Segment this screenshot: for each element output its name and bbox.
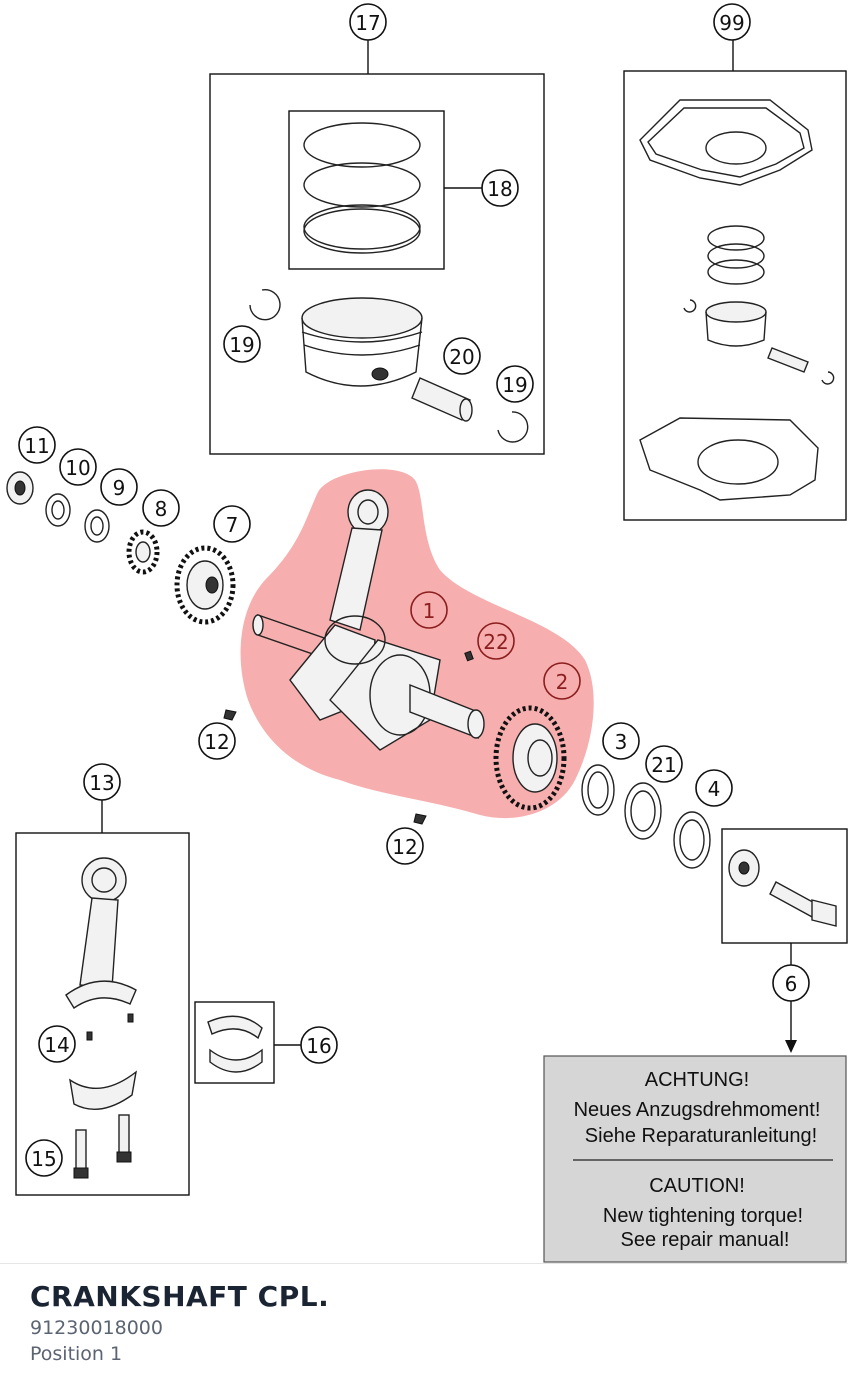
svg-text:3: 3 xyxy=(615,730,628,754)
callout-99[interactable]: 99 xyxy=(713,3,751,41)
svg-text:21: 21 xyxy=(651,753,676,777)
callout-9[interactable]: 9 xyxy=(100,468,138,506)
callout-18[interactable]: 18 xyxy=(481,169,519,207)
notice-en-heading: CAUTION! xyxy=(649,1175,745,1197)
callout-20[interactable]: 20 xyxy=(443,337,481,375)
footer-panel xyxy=(0,1263,848,1391)
svg-text:16: 16 xyxy=(306,1034,331,1058)
callout-10[interactable]: 10 xyxy=(59,448,97,486)
callout-19b[interactable]: 19 xyxy=(496,365,534,403)
svg-text:1: 1 xyxy=(423,599,436,623)
callout-14[interactable]: 14 xyxy=(38,1025,76,1063)
svg-text:15: 15 xyxy=(31,1147,56,1171)
notice-en-line2: See repair manual! xyxy=(621,1229,790,1251)
callout-16[interactable]: 16 xyxy=(300,1026,338,1064)
callout-15[interactable]: 15 xyxy=(25,1139,63,1177)
position-label: Position 1 xyxy=(30,1343,123,1365)
crankshaft-highlight[interactable] xyxy=(240,469,594,819)
svg-text:7: 7 xyxy=(226,513,239,537)
notice-en-line1: New tightening torque! xyxy=(603,1205,803,1227)
svg-text:2: 2 xyxy=(556,670,569,694)
exploded-parts-diagram: ACHTUNG! Neues Anzugsdrehmoment! Siehe R… xyxy=(6,3,848,1263)
callout-19[interactable]: 19 xyxy=(223,325,261,363)
callout-4[interactable]: 4 xyxy=(695,769,733,807)
gasket-kit-box xyxy=(623,70,847,521)
callout-7[interactable]: 7 xyxy=(213,505,251,543)
svg-text:17: 17 xyxy=(355,11,380,35)
svg-text:19: 19 xyxy=(229,333,254,357)
notice-de-line1: Neues Anzugsdrehmoment! xyxy=(574,1099,821,1121)
svg-text:19: 19 xyxy=(502,373,527,397)
notice-de-line2: Siehe Reparaturanleitung! xyxy=(585,1125,817,1147)
callout-12[interactable]: 12 xyxy=(198,722,236,760)
svg-text:18: 18 xyxy=(487,177,512,201)
svg-text:99: 99 xyxy=(719,11,744,35)
svg-text:12: 12 xyxy=(204,730,229,754)
svg-text:22: 22 xyxy=(483,630,508,654)
svg-text:8: 8 xyxy=(155,497,168,521)
bolt-kit-box xyxy=(721,828,848,944)
callout-17[interactable]: 17 xyxy=(349,3,387,41)
svg-text:14: 14 xyxy=(44,1033,69,1057)
callout-22[interactable]: 22 xyxy=(477,622,515,660)
callout-2[interactable]: 2 xyxy=(543,662,581,700)
svg-text:6: 6 xyxy=(785,972,798,996)
piston-kit-box xyxy=(209,73,545,455)
callout-8[interactable]: 8 xyxy=(142,489,180,527)
callout-13[interactable]: 13 xyxy=(83,763,121,801)
part-title: CRANKSHAFT CPL. xyxy=(30,1280,330,1313)
svg-text:10: 10 xyxy=(65,456,90,480)
part-number: 91230018000 xyxy=(30,1317,163,1339)
piston-rings-box xyxy=(288,110,445,270)
callout-3[interactable]: 3 xyxy=(602,722,640,760)
notice-de-heading: ACHTUNG! xyxy=(645,1069,749,1091)
callout-1[interactable]: 1 xyxy=(410,591,448,629)
svg-text:9: 9 xyxy=(113,476,126,500)
callout-6[interactable]: 6 xyxy=(772,964,810,1002)
svg-text:11: 11 xyxy=(24,434,49,458)
callout-21[interactable]: 21 xyxy=(645,745,683,783)
svg-text:13: 13 xyxy=(89,771,114,795)
svg-text:20: 20 xyxy=(449,345,474,369)
callout-12b[interactable]: 12 xyxy=(386,827,424,865)
svg-text:12: 12 xyxy=(392,835,417,859)
notice-box xyxy=(543,1055,847,1263)
svg-text:4: 4 xyxy=(708,777,721,801)
bearing-shell-box xyxy=(194,1001,275,1084)
callout-11[interactable]: 11 xyxy=(18,426,56,464)
